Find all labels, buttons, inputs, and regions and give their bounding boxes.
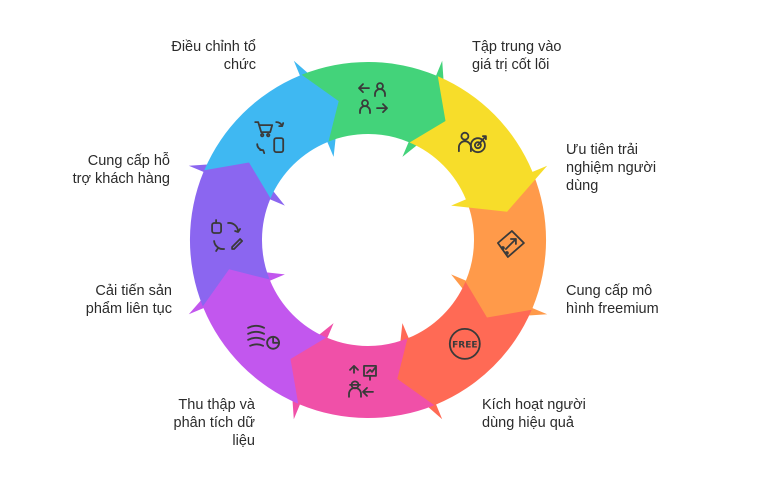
label-data: Thu thập và phân tích dữ liệu	[173, 397, 255, 449]
target-person-icon	[457, 131, 487, 154]
segment-activate	[289, 323, 435, 420]
label-ux: Ưu tiên trải nghiệm người dùng	[566, 142, 657, 194]
free-badge-icon: FREE	[448, 327, 481, 360]
presentation-user-icon	[348, 364, 377, 398]
cursor-pointer-icon	[496, 230, 525, 258]
label-freemium: Cung cấp mô hình freemium	[566, 283, 659, 317]
label-support: Cung cấp hỗ trợ khách hàng	[72, 153, 170, 187]
segment-support	[204, 60, 340, 199]
edit-refresh-icon	[211, 219, 244, 252]
segment-freemium	[396, 281, 532, 420]
cycle-icons: FREE	[211, 82, 525, 398]
label-adjust: Điều chỉnh tổ chức	[171, 39, 256, 73]
pie-chart-icon	[247, 324, 281, 350]
free-badge-text: FREE	[452, 340, 477, 350]
cart-phone-icon	[254, 121, 285, 155]
label-focus: Tập trung vào giá trị cốt lõi	[472, 39, 562, 73]
segment-data	[188, 268, 327, 404]
people-exchange-icon	[358, 82, 388, 114]
segment-improve	[188, 161, 285, 307]
label-improve: Cải tiến sản phẩm liên tục	[85, 283, 172, 317]
label-activate: Kích hoạt người dùng hiệu quả	[482, 397, 586, 431]
segment-adjust	[301, 60, 447, 157]
